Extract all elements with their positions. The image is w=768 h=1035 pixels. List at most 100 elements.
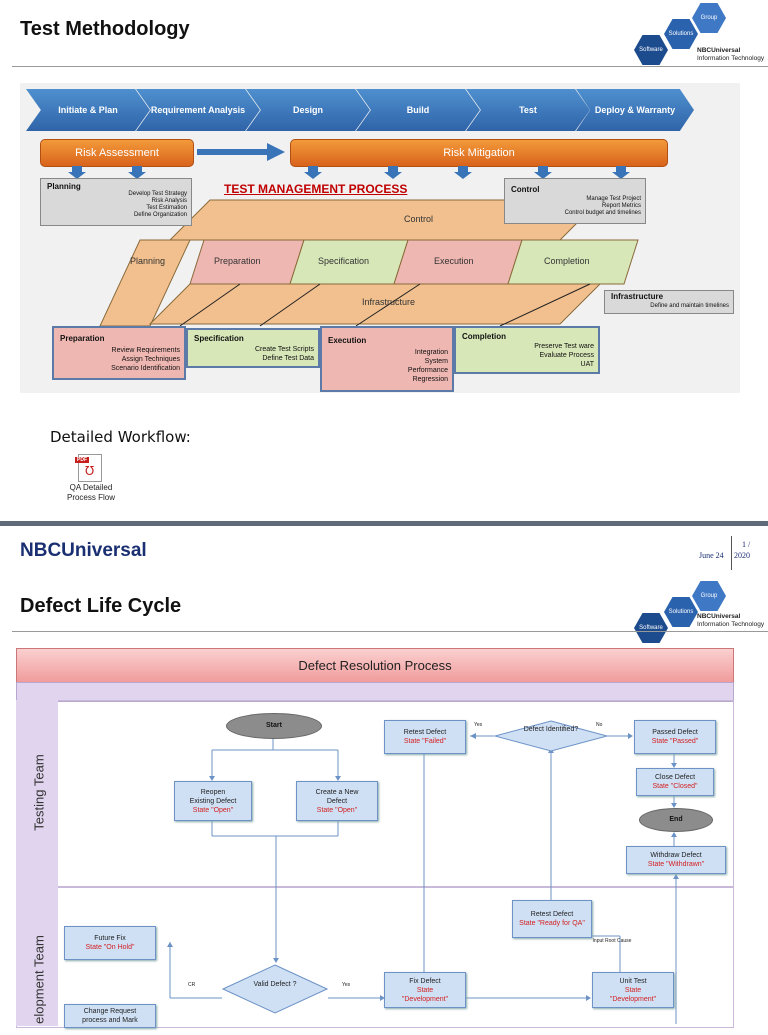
fix-defect-state: State "Development" (401, 986, 449, 1003)
completion-box-title: Completion (462, 332, 506, 341)
phase-test: Test (466, 89, 590, 131)
specification-box: Specification Create Test Scripts Define… (186, 328, 320, 368)
diagram-control-label: Control (404, 214, 434, 224)
preparation-item: Assign Techniques (121, 356, 180, 363)
retest-failed-state: State "Failed" (403, 738, 447, 745)
withdraw-l1: Withdraw Defect (650, 852, 702, 859)
test-process-diagram (99, 199, 639, 326)
execution-box-title: Execution (328, 336, 367, 345)
create-l2: Defect (326, 797, 348, 805)
withdraw-defect-box: Withdraw Defect State "Withdrawn" (626, 846, 726, 874)
future-fix-box: Future Fix State "On Hold" (64, 926, 156, 960)
page-separator (0, 521, 768, 526)
down-arrows (68, 166, 630, 179)
execution-box: Execution Integration System Performance… (320, 326, 454, 392)
yes-label-2: Yes (342, 982, 351, 988)
diagram-execution-label: Execution (434, 256, 474, 266)
phase-connectors (179, 283, 591, 327)
no-label: No (596, 722, 603, 728)
change-request-box: Change Request process and Mark (64, 1004, 156, 1028)
defect-banner: Defect Resolution Process (16, 648, 734, 684)
lane-testing-header (16, 700, 58, 886)
create-l1: Create a New (315, 788, 359, 796)
planning-item: Risk Analysis (151, 198, 187, 204)
diagram-specification-label: Specification (318, 256, 370, 266)
control-box: Control Manage Test Project Report Metri… (504, 178, 646, 224)
control-item: Report Metrics (601, 203, 641, 209)
execution-item: System (424, 358, 448, 365)
pdf-label-line1: QA Detailed (69, 483, 113, 492)
logo-hex-solutions: Solutions (664, 19, 698, 49)
completion-item: Evaluate Process (539, 352, 594, 359)
phase-initiate-plan: Initiate & Plan (26, 89, 150, 131)
planning-box: Planning Develop Test Strategy Risk Anal… (40, 178, 192, 226)
reopen-l1: Reopen (200, 788, 226, 796)
infrastructure-item: Define and maintain timelines (650, 303, 729, 309)
logo-hex-solutions: Solutions (664, 597, 698, 627)
completion-box: Completion Preserve Test ware Evaluate P… (454, 326, 600, 374)
retest-failed-l1: Retest Defect (403, 729, 447, 736)
reopen-defect-box: Reopen Existing Defect State "Open" (174, 781, 252, 821)
preparation-item: Review Requirements (111, 347, 180, 354)
reopen-state: State "Open" (192, 806, 234, 814)
retest-ready-state: State "Ready for QA" (519, 920, 585, 927)
logo-hex-group: Group (692, 3, 726, 33)
future-fix-state: State "On Hold" (85, 944, 135, 951)
specification-item: Define Test Data (262, 355, 314, 362)
phase-requirement-analysis: Requirement Analysis (136, 89, 260, 131)
planning-item: Define Organization (133, 212, 187, 218)
preparation-box: Preparation Review Requirements Assign T… (52, 326, 186, 380)
passed-defect-box: Passed Defect State "Passed" (634, 720, 716, 754)
start-label: Start (266, 722, 282, 729)
nbcu-it-logo-2: Group Solutions Software NBCUniversal In… (630, 580, 768, 643)
lane-development-header (16, 886, 58, 1026)
pdf-attachment[interactable]: PDF ℧ QA Detailed Process Flow (56, 452, 126, 508)
logo-hex-software: Software (634, 613, 668, 643)
end-node: End (639, 808, 713, 832)
risk-mitigation-bar: Risk Mitigation (290, 139, 668, 167)
risk-assessment-bar: Risk Assessment (40, 139, 194, 167)
planning-item: Test Estimation (146, 205, 187, 211)
fix-defect-box: Fix Defect State "Development" (384, 972, 466, 1008)
input-root-cause-label: Input Root Cause (592, 938, 632, 944)
phase-design: Design (246, 89, 370, 131)
infrastructure-box-title: Infrastructure (611, 292, 664, 301)
title-rule (12, 66, 768, 67)
diagram-completion-label: Completion (544, 256, 590, 266)
infrastructure-box: Infrastructure Define and maintain timel… (604, 290, 734, 314)
valid-defect-diamond (222, 964, 328, 1014)
logo-brand: NBCUniversal (697, 613, 741, 620)
valid-defect-label: Valid Defect ? (253, 981, 297, 988)
control-item: Manage Test Project (586, 196, 641, 202)
yes-label-1: Yes (474, 722, 483, 728)
logo-hex-group: Group (692, 581, 726, 611)
create-defect-box: Create a New Defect State "Open" (296, 781, 378, 821)
footer-brand: NBCUniversal (20, 540, 147, 561)
risk-arrow (197, 143, 285, 161)
slide-title-methodology: Test Methodology (20, 18, 190, 40)
completion-item: UAT (580, 361, 594, 368)
defect-identified-diamond (494, 720, 608, 752)
footer-divider (731, 536, 732, 570)
footer-year: 2020 (734, 551, 750, 560)
diagram-preparation-label: Preparation (214, 256, 261, 266)
future-fix-l1: Future Fix (94, 935, 126, 942)
change-request-l1: Change Request (83, 1008, 137, 1015)
preparation-box-title: Preparation (60, 334, 105, 343)
execution-item: Performance (407, 367, 448, 374)
close-defect-box: Close Defect State "Closed" (636, 768, 714, 796)
execution-item: Regression (412, 376, 448, 383)
cr-label: CR (188, 982, 196, 988)
slide-title-defect: Defect Life Cycle (20, 595, 182, 617)
banner-subband (16, 682, 734, 702)
retest-ready-l1: Retest Defect (530, 911, 574, 918)
close-state: State "Closed" (652, 783, 698, 790)
unit-test-box: Unit Test State "Development" (592, 972, 674, 1008)
defect-banner-title: Defect Resolution Process (298, 658, 452, 673)
completion-item: Preserve Test ware (534, 343, 594, 350)
footer-page-number: 1 / (742, 540, 751, 549)
close-l1: Close Defect (654, 774, 696, 781)
nbcu-it-logo: Group Solutions Software NBCUniversal In… (630, 2, 768, 65)
process-title: TEST MANAGEMENT PROCESS (224, 182, 408, 196)
pdf-label-line2: Process Flow (66, 493, 115, 502)
